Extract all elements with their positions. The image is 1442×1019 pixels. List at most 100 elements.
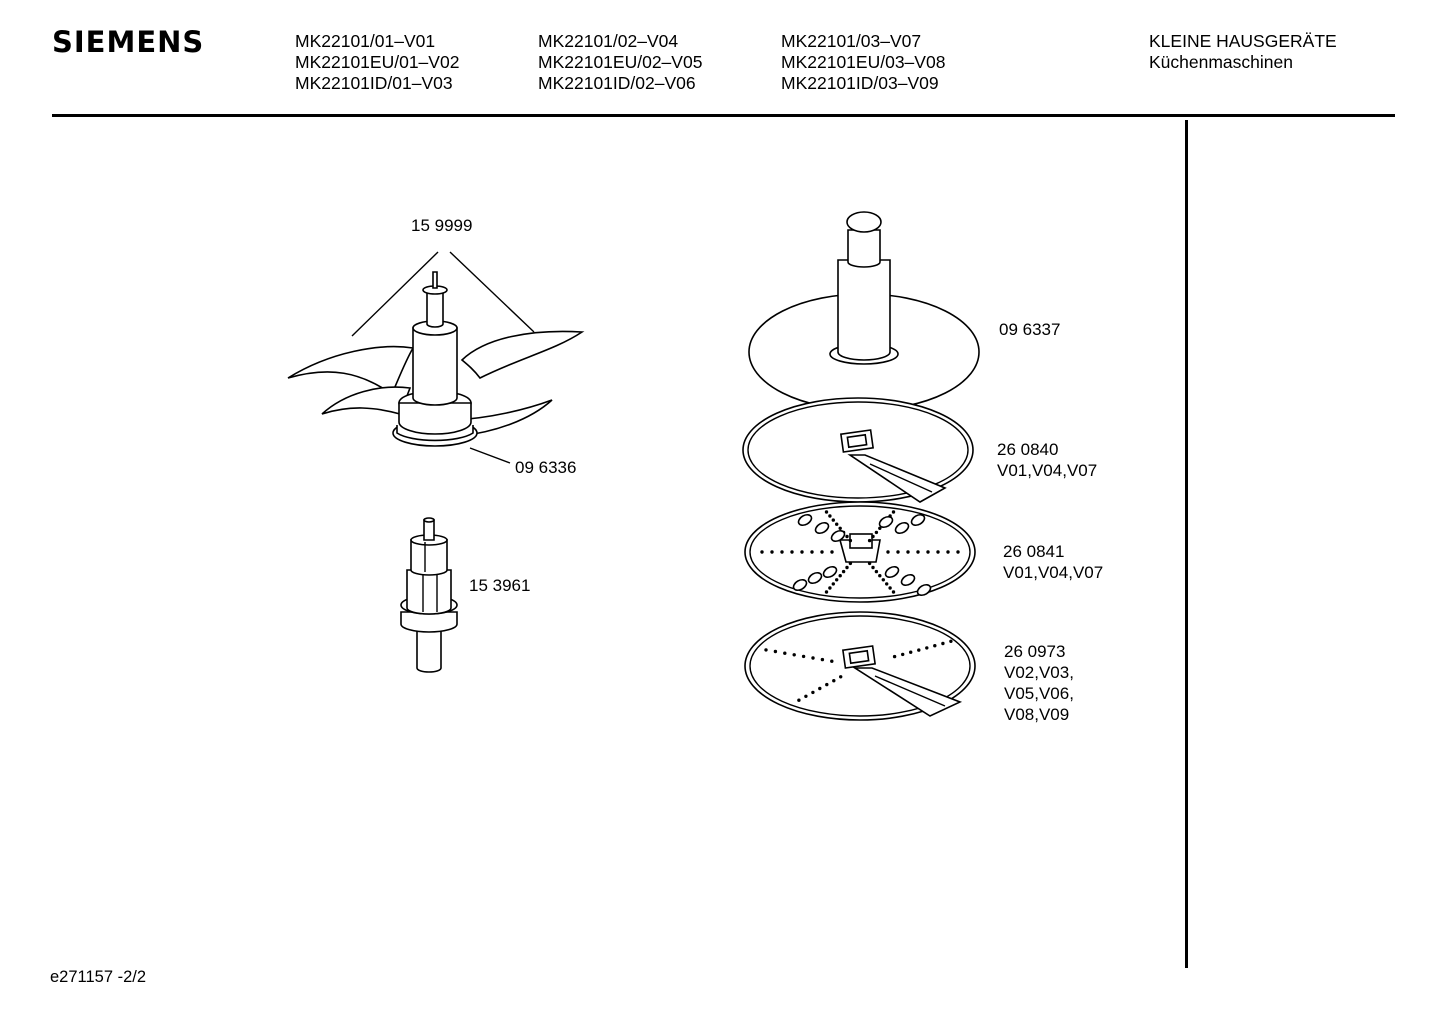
part-label-combination-disc: 26 0973 V02,V03, V05,V06, V08,V09 <box>1004 641 1074 725</box>
model-number: MK22101ID/03–V09 <box>781 73 939 93</box>
document-reference: e271157 -2/2 <box>50 968 147 986</box>
perforation-dot <box>891 510 896 514</box>
perforation-dot <box>838 526 842 530</box>
grater-slot <box>910 513 926 527</box>
perforation-dot <box>896 550 900 554</box>
chopping-blade-assembly <box>287 251 585 464</box>
grater-slot <box>916 583 932 597</box>
perforation-dot <box>770 550 774 554</box>
grater-slot <box>822 565 838 579</box>
part-variants: V02,V03, <box>1004 663 1074 682</box>
perforation-dot <box>848 538 853 543</box>
grater-slot <box>792 578 808 592</box>
perforation-dot <box>831 582 835 586</box>
perforation-dot <box>825 682 829 687</box>
perforation-dot <box>818 686 822 691</box>
model-column-1: MK22101/01–V01 MK22101EU/01–V02 MK22101I… <box>295 31 459 94</box>
perforation-dot <box>828 514 832 518</box>
perforation-dot <box>881 578 885 582</box>
perforation-dot <box>946 550 950 554</box>
perforation-dot <box>892 654 897 659</box>
perforation-dot <box>841 569 846 574</box>
model-number: MK22101EU/02–V05 <box>538 52 703 72</box>
model-number: MK22101ID/01–V03 <box>295 73 453 93</box>
perforation-dot <box>933 644 937 648</box>
perforation-dot <box>878 574 882 578</box>
perforation-dot <box>804 694 808 698</box>
part-label-grater-disc: 26 0841 V01,V04,V07 <box>1003 541 1103 583</box>
perforation-dot <box>917 648 921 652</box>
perforation-dot <box>871 534 875 539</box>
part-label-blade-hub: 09 6336 <box>515 458 577 477</box>
perforation-dot <box>760 550 764 554</box>
grater-slot <box>884 565 900 579</box>
perforation-dot <box>956 550 960 554</box>
perforation-dot <box>820 657 825 662</box>
perforation-dot <box>874 530 879 535</box>
perforation-dot <box>949 639 953 643</box>
model-number: MK22101ID/02–V06 <box>538 73 696 93</box>
perforation-dot <box>811 690 815 695</box>
part-variants: V01,V04,V07 <box>997 461 1098 480</box>
grater-disc <box>744 501 976 603</box>
perforation-dot <box>824 590 829 594</box>
model-number: MK22101EU/01–V02 <box>295 52 460 72</box>
perforation-dot <box>916 550 920 554</box>
perforation-dot <box>828 586 832 590</box>
perforation-dot <box>764 648 768 652</box>
part-label-slicer-disc: 26 0840 V01,V04,V07 <box>997 439 1097 481</box>
perforation-dot <box>831 518 835 522</box>
model-number: MK22101/03–V07 <box>781 31 922 51</box>
perforation-dot <box>835 578 839 582</box>
part-variants: V05,V06, <box>1004 684 1074 703</box>
perforation-dot <box>792 653 796 657</box>
perforation-dot <box>783 651 787 655</box>
perforation-dot <box>835 522 839 526</box>
model-number: MK22101/01–V01 <box>295 31 436 51</box>
perforation-dot <box>790 550 794 554</box>
perforation-dot <box>891 590 896 594</box>
disc-holder <box>748 211 980 411</box>
slicer-disc <box>742 397 974 503</box>
perforation-dot <box>830 659 834 663</box>
perforation-dot <box>906 550 910 554</box>
perforation-dot <box>820 550 824 554</box>
perforation-dot <box>824 510 829 514</box>
part-label-blades: 15 9999 <box>411 216 473 235</box>
perforation-dot <box>810 550 814 554</box>
perforation-dot <box>832 679 836 683</box>
perforation-dot <box>845 565 849 570</box>
category-title: KLEINE HAUSGERÄTE <box>1149 31 1337 51</box>
model-number: MK22101/02–V04 <box>538 31 679 51</box>
part-label-coupler: 15 3961 <box>469 576 531 595</box>
perforation-dot <box>811 656 815 660</box>
combination-disc <box>744 611 976 721</box>
perforation-dot <box>885 582 889 586</box>
perforation-dot <box>926 550 930 554</box>
perforation-dot <box>909 650 913 654</box>
perforation-dot <box>839 675 843 679</box>
vertical-divider <box>1185 120 1188 968</box>
perforation-dot <box>925 646 929 650</box>
model-column-2: MK22101/02–V04 MK22101EU/02–V05 MK22101I… <box>538 31 702 94</box>
perforation-dot <box>871 565 875 570</box>
grater-slot <box>807 571 823 585</box>
perforation-dot <box>797 698 801 702</box>
perforation-dot <box>941 641 945 646</box>
grater-slot <box>894 521 910 535</box>
grater-slot <box>814 521 830 535</box>
perforation-dot <box>845 534 849 539</box>
perforation-dot <box>773 649 778 654</box>
grater-slot <box>830 529 846 543</box>
perforation-dot <box>874 569 879 574</box>
grater-slot <box>797 513 813 527</box>
perforation-dot <box>888 586 892 590</box>
perforation-dot <box>830 550 834 554</box>
part-number: 26 0840 <box>997 440 1059 459</box>
perforation-dot <box>901 652 905 657</box>
grater-perforations <box>760 510 960 702</box>
perforation-dot <box>838 574 842 578</box>
perforation-dot <box>801 654 806 659</box>
part-variants: V01,V04,V07 <box>1003 563 1104 582</box>
